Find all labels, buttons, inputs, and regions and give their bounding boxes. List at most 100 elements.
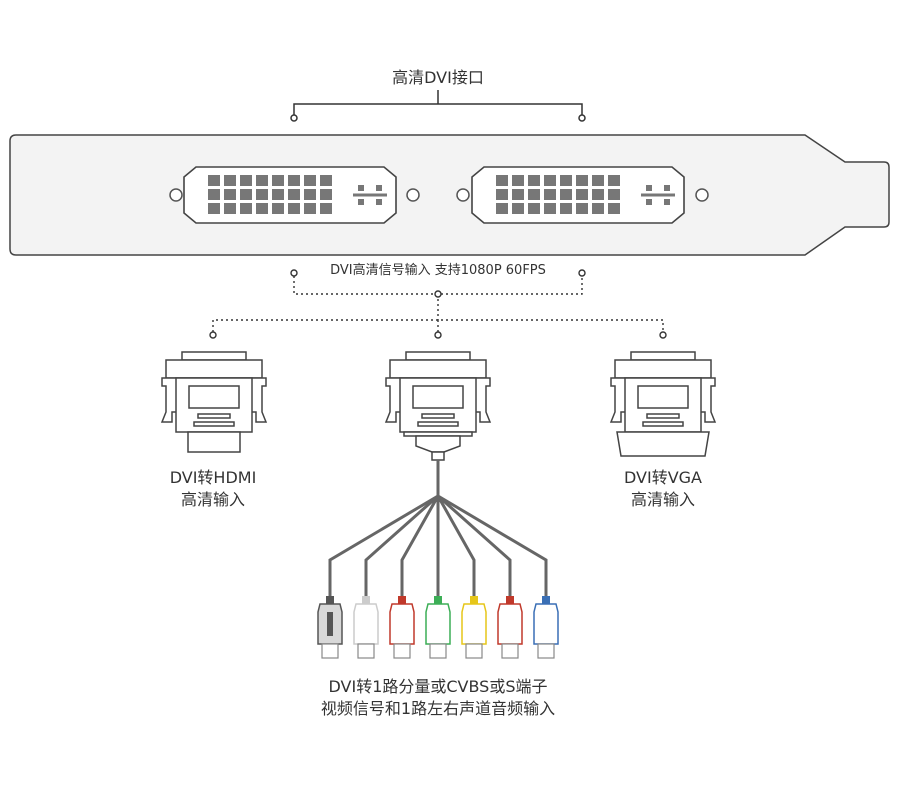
rca-cable bbox=[400, 495, 440, 596]
plug-tip bbox=[393, 643, 411, 659]
dvi-pin bbox=[320, 203, 332, 214]
dvi-pin bbox=[576, 175, 588, 186]
dvi-pin bbox=[544, 189, 556, 200]
dvi-analog-pin bbox=[358, 185, 364, 191]
dvi-pin bbox=[224, 175, 236, 186]
dvi-blade bbox=[641, 193, 675, 197]
dvi-pin bbox=[592, 203, 604, 214]
dvi-blade bbox=[353, 193, 387, 197]
vga-label-line1: DVI转VGA bbox=[624, 468, 702, 487]
rca-cable bbox=[437, 494, 512, 596]
dvi-pin bbox=[592, 175, 604, 186]
dvi-port-right bbox=[471, 166, 685, 224]
dvi-analog-pin bbox=[376, 185, 382, 191]
dvi-pin bbox=[528, 203, 540, 214]
dvi-pin bbox=[512, 203, 524, 214]
rca-cable-bundle bbox=[328, 460, 548, 596]
plug-collar bbox=[470, 596, 478, 604]
plug-tip bbox=[321, 643, 339, 659]
top-connector-line bbox=[290, 90, 586, 122]
dvi-analog-pin bbox=[664, 199, 670, 205]
dvi-pin bbox=[608, 175, 620, 186]
dvi-pin bbox=[240, 175, 252, 186]
component-label-line2: 视频信号和1路左右声道音频输入 bbox=[320, 699, 556, 718]
dvi-pin bbox=[512, 175, 524, 186]
dvi-pin bbox=[240, 189, 252, 200]
dvi-pin bbox=[496, 189, 508, 200]
plug-body bbox=[389, 603, 415, 645]
dvi-analog-pin bbox=[646, 185, 652, 191]
rca-plug bbox=[389, 596, 415, 659]
dvi-pin bbox=[304, 189, 316, 200]
plug-collar bbox=[398, 596, 406, 604]
dvi-pin bbox=[560, 175, 572, 186]
dvi-to-hdmi-adapter bbox=[160, 351, 268, 453]
dvi-pin bbox=[496, 175, 508, 186]
plug-collar bbox=[506, 596, 514, 604]
rca-cable bbox=[328, 494, 439, 596]
dvi-pin bbox=[320, 175, 332, 186]
dvi-pin bbox=[208, 189, 220, 200]
screw-hole bbox=[169, 188, 183, 202]
dvi-pin bbox=[592, 189, 604, 200]
rca-plug bbox=[533, 596, 559, 659]
plug-body bbox=[497, 603, 523, 645]
rca-cable bbox=[364, 494, 439, 596]
plug-tip bbox=[429, 643, 447, 659]
dvi-pin bbox=[208, 175, 220, 186]
dvi-pin bbox=[320, 189, 332, 200]
top-label: 高清DVI接口 bbox=[392, 68, 484, 87]
dvi-to-component-adapter bbox=[384, 351, 492, 461]
rca-plug bbox=[317, 596, 343, 659]
dvi-pin bbox=[544, 203, 556, 214]
dvi-pin bbox=[608, 203, 620, 214]
hdmi-label-line2: 高清输入 bbox=[180, 490, 245, 509]
plug-collar bbox=[434, 596, 442, 604]
screw-hole bbox=[695, 188, 709, 202]
dvi-pin bbox=[304, 175, 316, 186]
dvi-pin bbox=[288, 203, 300, 214]
dvi-pin bbox=[256, 175, 268, 186]
dvi-analog-pin bbox=[376, 199, 382, 205]
dvi-analog-pin bbox=[358, 199, 364, 205]
plug-body bbox=[533, 603, 559, 645]
dvi-pin bbox=[560, 203, 572, 214]
plug-tip bbox=[465, 643, 483, 659]
plug-body bbox=[353, 603, 379, 645]
rca-cable bbox=[436, 495, 476, 596]
dvi-analog-pin bbox=[664, 185, 670, 191]
dvi-analog-pin bbox=[646, 199, 652, 205]
plug-svideo-core bbox=[327, 612, 333, 636]
plug-body bbox=[425, 603, 451, 645]
dvi-pin bbox=[224, 189, 236, 200]
rca-plug bbox=[425, 596, 451, 659]
plug-body bbox=[461, 603, 487, 645]
rca-cable bbox=[437, 494, 548, 596]
dvi-pin bbox=[288, 189, 300, 200]
dvi-pin bbox=[496, 203, 508, 214]
component-label-line1: DVI转1路分量或CVBS或S端子 bbox=[328, 677, 548, 696]
dvi-to-vga-adapter bbox=[609, 351, 717, 457]
dvi-pin bbox=[512, 189, 524, 200]
vga-adapter-label: DVI转VGA 高清输入 bbox=[563, 467, 763, 511]
plug-tip bbox=[501, 643, 519, 659]
dvi-pin bbox=[224, 203, 236, 214]
dvi-pin bbox=[272, 203, 284, 214]
dvi-pin bbox=[560, 189, 572, 200]
hdmi-label-line1: DVI转HDMI bbox=[169, 468, 257, 487]
vga-label-line2: 高清输入 bbox=[630, 490, 695, 509]
dvi-pin bbox=[272, 175, 284, 186]
dvi-port-left bbox=[183, 166, 397, 224]
dvi-pin bbox=[608, 189, 620, 200]
signal-distribution-lines bbox=[209, 269, 667, 339]
dvi-pin bbox=[240, 203, 252, 214]
rca-plug bbox=[353, 596, 379, 659]
dvi-pin bbox=[208, 203, 220, 214]
screw-hole bbox=[456, 188, 470, 202]
component-adapter-label: DVI转1路分量或CVBS或S端子 视频信号和1路左右声道音频输入 bbox=[238, 676, 638, 720]
dvi-pin bbox=[304, 203, 316, 214]
dvi-pin bbox=[272, 189, 284, 200]
dvi-pin bbox=[576, 189, 588, 200]
plug-tip bbox=[357, 643, 375, 659]
